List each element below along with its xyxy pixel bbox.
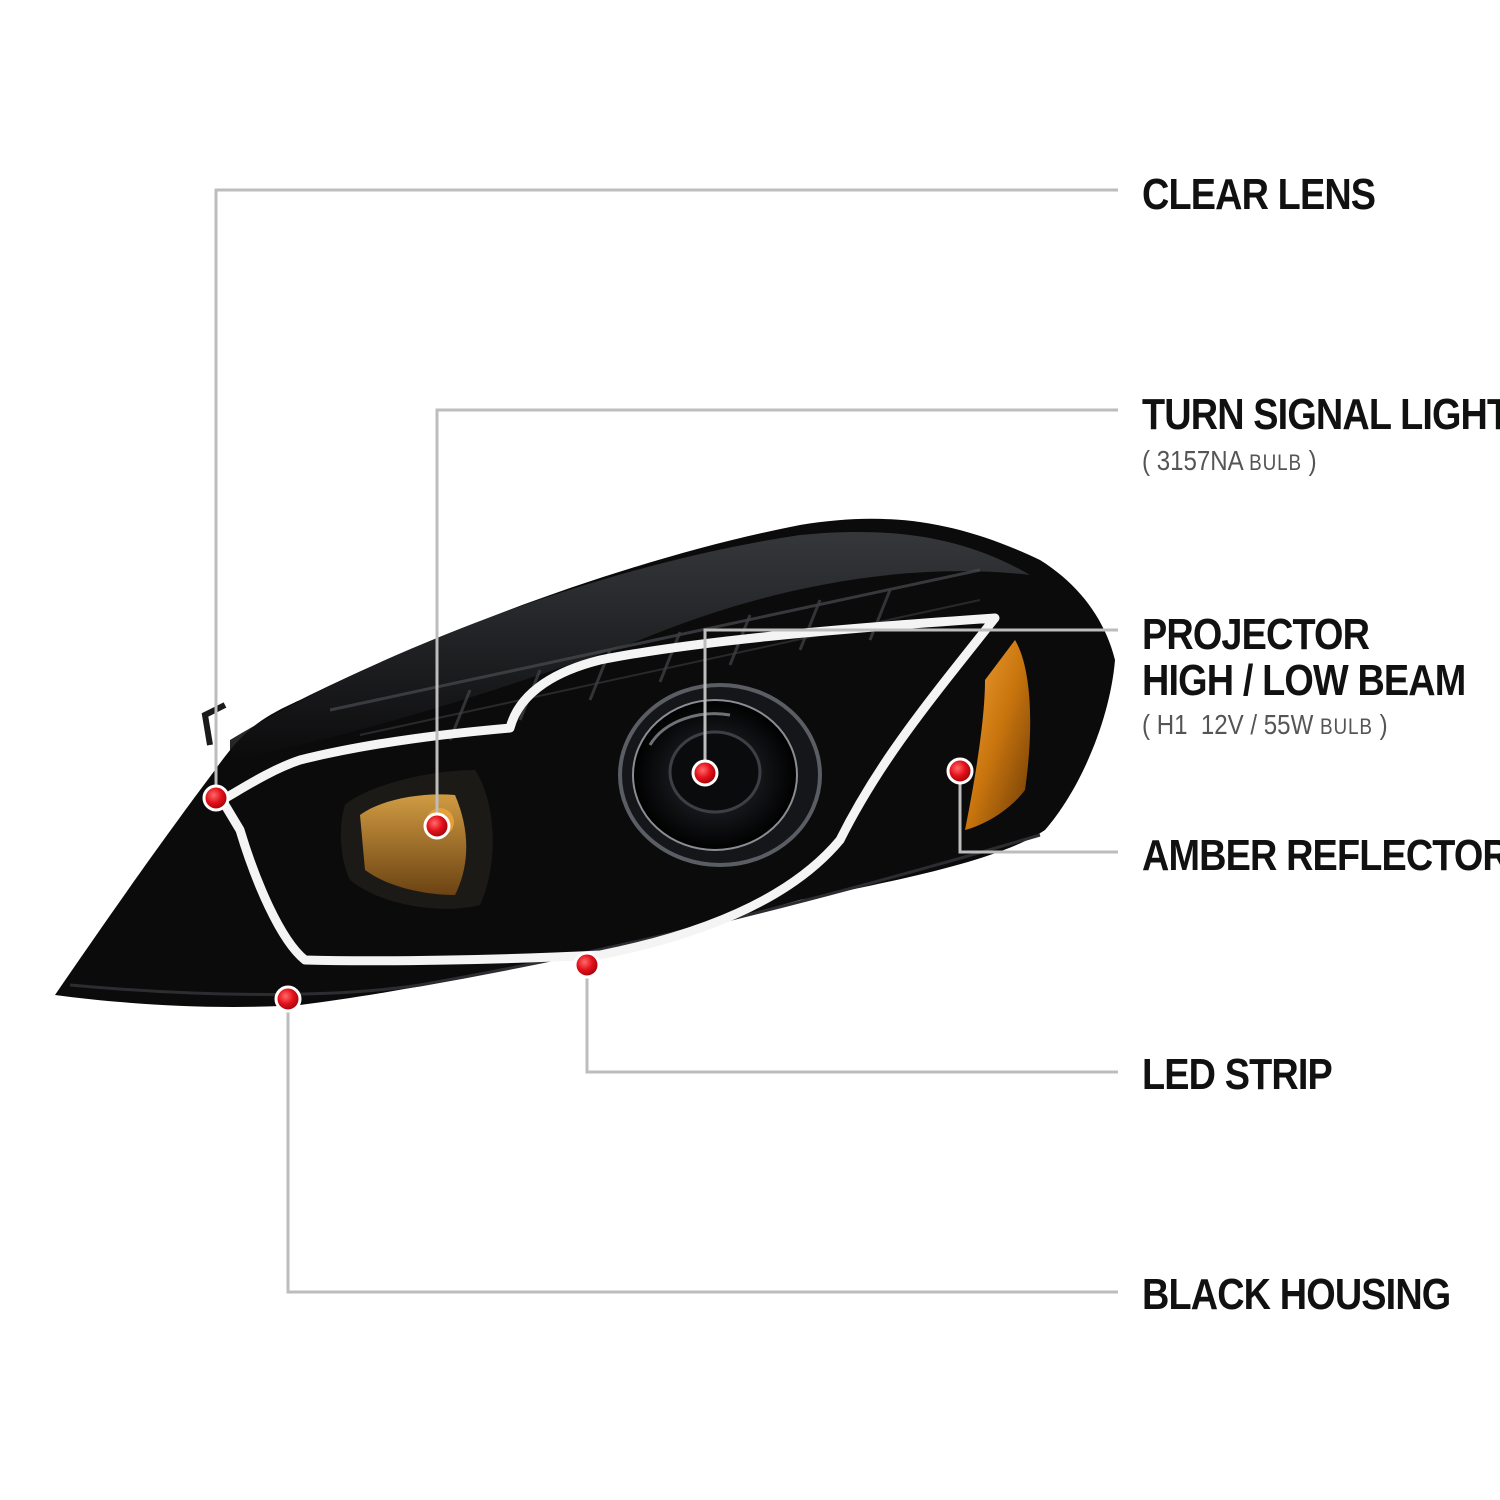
note-projector-bulb: ( H1 12V / 55W BULB ) bbox=[1142, 709, 1388, 740]
label-clear-lens: CLEAR LENS bbox=[1142, 170, 1376, 219]
label-turn-signal-light: TURN SIGNAL LIGHT bbox=[1142, 390, 1500, 439]
label-amber-reflector: AMBER REFLECTOR bbox=[1142, 831, 1500, 880]
leader-led-strip bbox=[585, 965, 1118, 1074]
note-projector-suffix: BULB bbox=[1320, 714, 1373, 739]
leader-black-housing bbox=[286, 999, 1118, 1294]
marker-projector bbox=[691, 759, 719, 787]
label-projector-beam: HIGH / LOW BEAM bbox=[1142, 656, 1466, 705]
callout-markers bbox=[202, 757, 974, 1013]
projector-lens bbox=[618, 683, 822, 867]
leader-projector bbox=[703, 628, 1118, 773]
marker-led-strip bbox=[573, 951, 601, 979]
marker-turn-signal bbox=[423, 812, 451, 840]
label-black-housing: BLACK HOUSING bbox=[1142, 1270, 1451, 1319]
note-projector-value: H1 12V / 55W bbox=[1156, 709, 1314, 740]
leader-lines bbox=[214, 188, 1118, 1294]
amber-reflector-element bbox=[965, 640, 1031, 830]
marker-clear-lens bbox=[202, 784, 230, 812]
label-led-strip: LED STRIP bbox=[1142, 1050, 1333, 1099]
leader-amber-reflector bbox=[958, 771, 1118, 854]
leader-turn-signal bbox=[435, 408, 1118, 826]
marker-black-housing bbox=[274, 985, 302, 1013]
label-projector: PROJECTOR bbox=[1142, 610, 1370, 659]
note-turn-signal-suffix: BULB bbox=[1249, 450, 1302, 475]
note-turn-signal-value: 3157NA bbox=[1156, 445, 1243, 476]
note-turn-signal-bulb: ( 3157NA BULB ) bbox=[1142, 445, 1317, 476]
leader-clear-lens bbox=[214, 188, 1118, 798]
marker-amber-reflector bbox=[946, 757, 974, 785]
